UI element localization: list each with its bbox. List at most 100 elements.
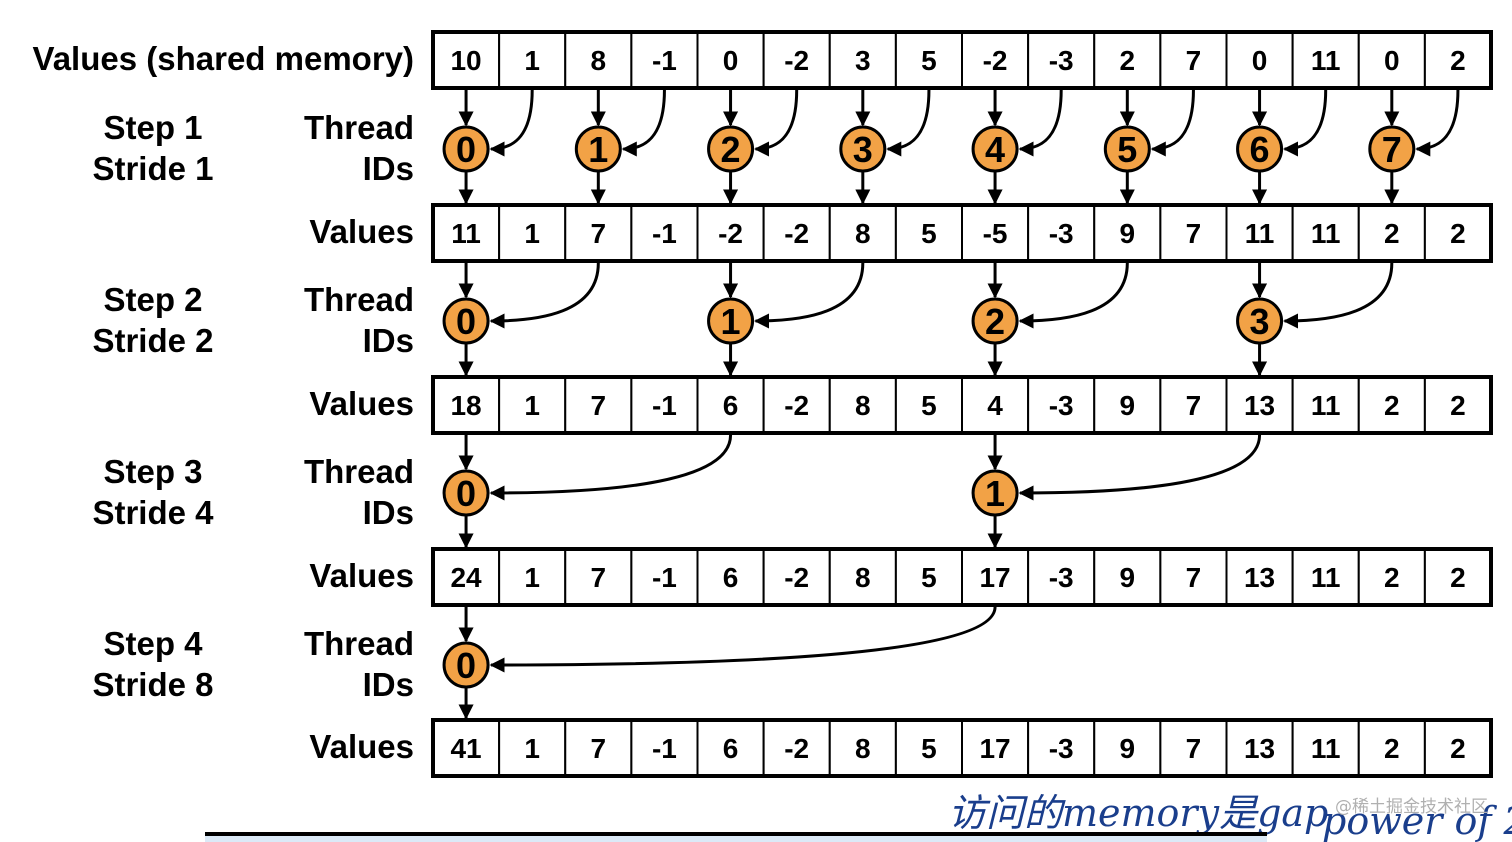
value-cell-text: 2 <box>1384 218 1400 249</box>
value-cell-text: -3 <box>1049 218 1074 249</box>
value-cell-text: 2 <box>1384 562 1400 593</box>
value-cell <box>1225 548 1294 606</box>
thread-id-text: 6 <box>1250 129 1270 170</box>
value-cell-text: 1 <box>524 218 540 249</box>
thread-node: 1 <box>574 125 622 173</box>
handwritten-annotation: 访问的memory是gap <box>948 791 1328 835</box>
stride-label: Stride 8 <box>92 666 213 703</box>
thread-id-text: 1 <box>985 473 1005 514</box>
stride-read-arrow <box>489 434 733 501</box>
thread-node: 5 <box>1103 125 1151 173</box>
value-cell-text: -1 <box>652 562 677 593</box>
step-label: Step 1 <box>103 109 202 146</box>
value-cell-text: 17 <box>979 562 1010 593</box>
thread-id-text: 5 <box>1117 129 1137 170</box>
stride-read-arrow <box>1018 89 1063 157</box>
stride-read-arrow <box>621 89 666 157</box>
value-cell-text: -1 <box>652 733 677 764</box>
thread-id-text: 7 <box>1382 129 1402 170</box>
ids-label: IDs <box>363 322 414 359</box>
value-cell-text: -3 <box>1049 390 1074 421</box>
stride-label: Stride 2 <box>92 322 213 359</box>
value-cell-text: 4 <box>987 390 1003 421</box>
value-cell <box>1423 204 1492 262</box>
values-label: Values <box>309 728 414 765</box>
value-cell-text: 9 <box>1120 218 1136 249</box>
thread-node: 0 <box>442 297 490 345</box>
value-cell-text: 10 <box>450 45 481 76</box>
value-cell-text: 7 <box>1186 390 1202 421</box>
thread-node: 0 <box>442 125 490 173</box>
value-cell-text: 5 <box>921 218 937 249</box>
value-cell <box>961 204 1030 262</box>
value-cell <box>432 31 501 89</box>
values-label: Values <box>309 557 414 594</box>
stride-read-arrow <box>1415 89 1460 157</box>
value-cell-text: 2 <box>1450 45 1466 76</box>
value-cell <box>1291 204 1360 262</box>
value-cell-text: 6 <box>723 733 739 764</box>
values-row-border <box>431 547 1493 607</box>
thread-id-text: 3 <box>1250 301 1270 342</box>
thread-node-circle <box>574 125 622 173</box>
thread-node-circle <box>1368 125 1416 173</box>
value-cell-text: 13 <box>1244 562 1275 593</box>
value-cell-text: 7 <box>591 562 607 593</box>
value-cell <box>432 376 501 434</box>
value-cell-text: 8 <box>855 562 871 593</box>
stride-read-arrow <box>489 89 534 157</box>
value-cell <box>1159 548 1228 606</box>
value-cell-text: 8 <box>855 218 871 249</box>
value-cell-text: 7 <box>591 733 607 764</box>
value-cell-text: 1 <box>524 733 540 764</box>
thread-node: 0 <box>442 469 490 517</box>
thread-id-text: 0 <box>456 129 476 170</box>
thread-id-text: 0 <box>456 473 476 514</box>
value-cell <box>564 376 633 434</box>
value-cell-text: 5 <box>921 562 937 593</box>
value-cell <box>1291 719 1360 777</box>
value-cell-text: 2 <box>1384 733 1400 764</box>
value-cell <box>961 376 1030 434</box>
ids-label: IDs <box>363 494 414 531</box>
value-cell-text: 7 <box>1186 45 1202 76</box>
bottom-slide-bar <box>205 832 1267 842</box>
thread-node-circle <box>442 297 490 345</box>
value-cell-text: -2 <box>784 562 809 593</box>
thread-node-circle <box>971 469 1019 517</box>
value-cell <box>564 31 633 89</box>
thread-node-circle <box>1236 297 1284 345</box>
value-cell <box>1225 31 1294 89</box>
stride-read-arrow <box>1018 434 1262 501</box>
thread-node: 2 <box>971 297 1019 345</box>
thread-node: 1 <box>971 469 1019 517</box>
stride-read-arrow <box>1283 262 1394 329</box>
value-cell-text: 6 <box>723 390 739 421</box>
value-cell-text: 3 <box>855 45 871 76</box>
thread-id-text: 4 <box>985 129 1005 170</box>
value-cell-text: 13 <box>1244 733 1275 764</box>
stride-read-arrow <box>489 606 997 673</box>
value-cell-text: 9 <box>1120 390 1136 421</box>
thread-id-text: 1 <box>721 301 741 342</box>
value-cell-text: -2 <box>784 733 809 764</box>
thread-node: 6 <box>1236 125 1284 173</box>
value-cell-text: 7 <box>1186 218 1202 249</box>
value-cell-text: -3 <box>1049 562 1074 593</box>
thread-node: 1 <box>707 297 755 345</box>
value-cell <box>1159 376 1228 434</box>
stride-read-arrow <box>489 262 600 329</box>
value-cell-text: 7 <box>1186 562 1202 593</box>
thread-label: Thread <box>304 109 414 146</box>
stride-read-arrow <box>754 262 865 329</box>
value-cell-text: 11 <box>1311 390 1341 421</box>
value-cell-text: 11 <box>1311 562 1341 593</box>
value-cell <box>696 204 765 262</box>
value-cell-text: -2 <box>784 390 809 421</box>
thread-id-text: 1 <box>588 129 608 170</box>
value-cell-text: 13 <box>1244 390 1275 421</box>
value-cell-text: 1 <box>524 390 540 421</box>
